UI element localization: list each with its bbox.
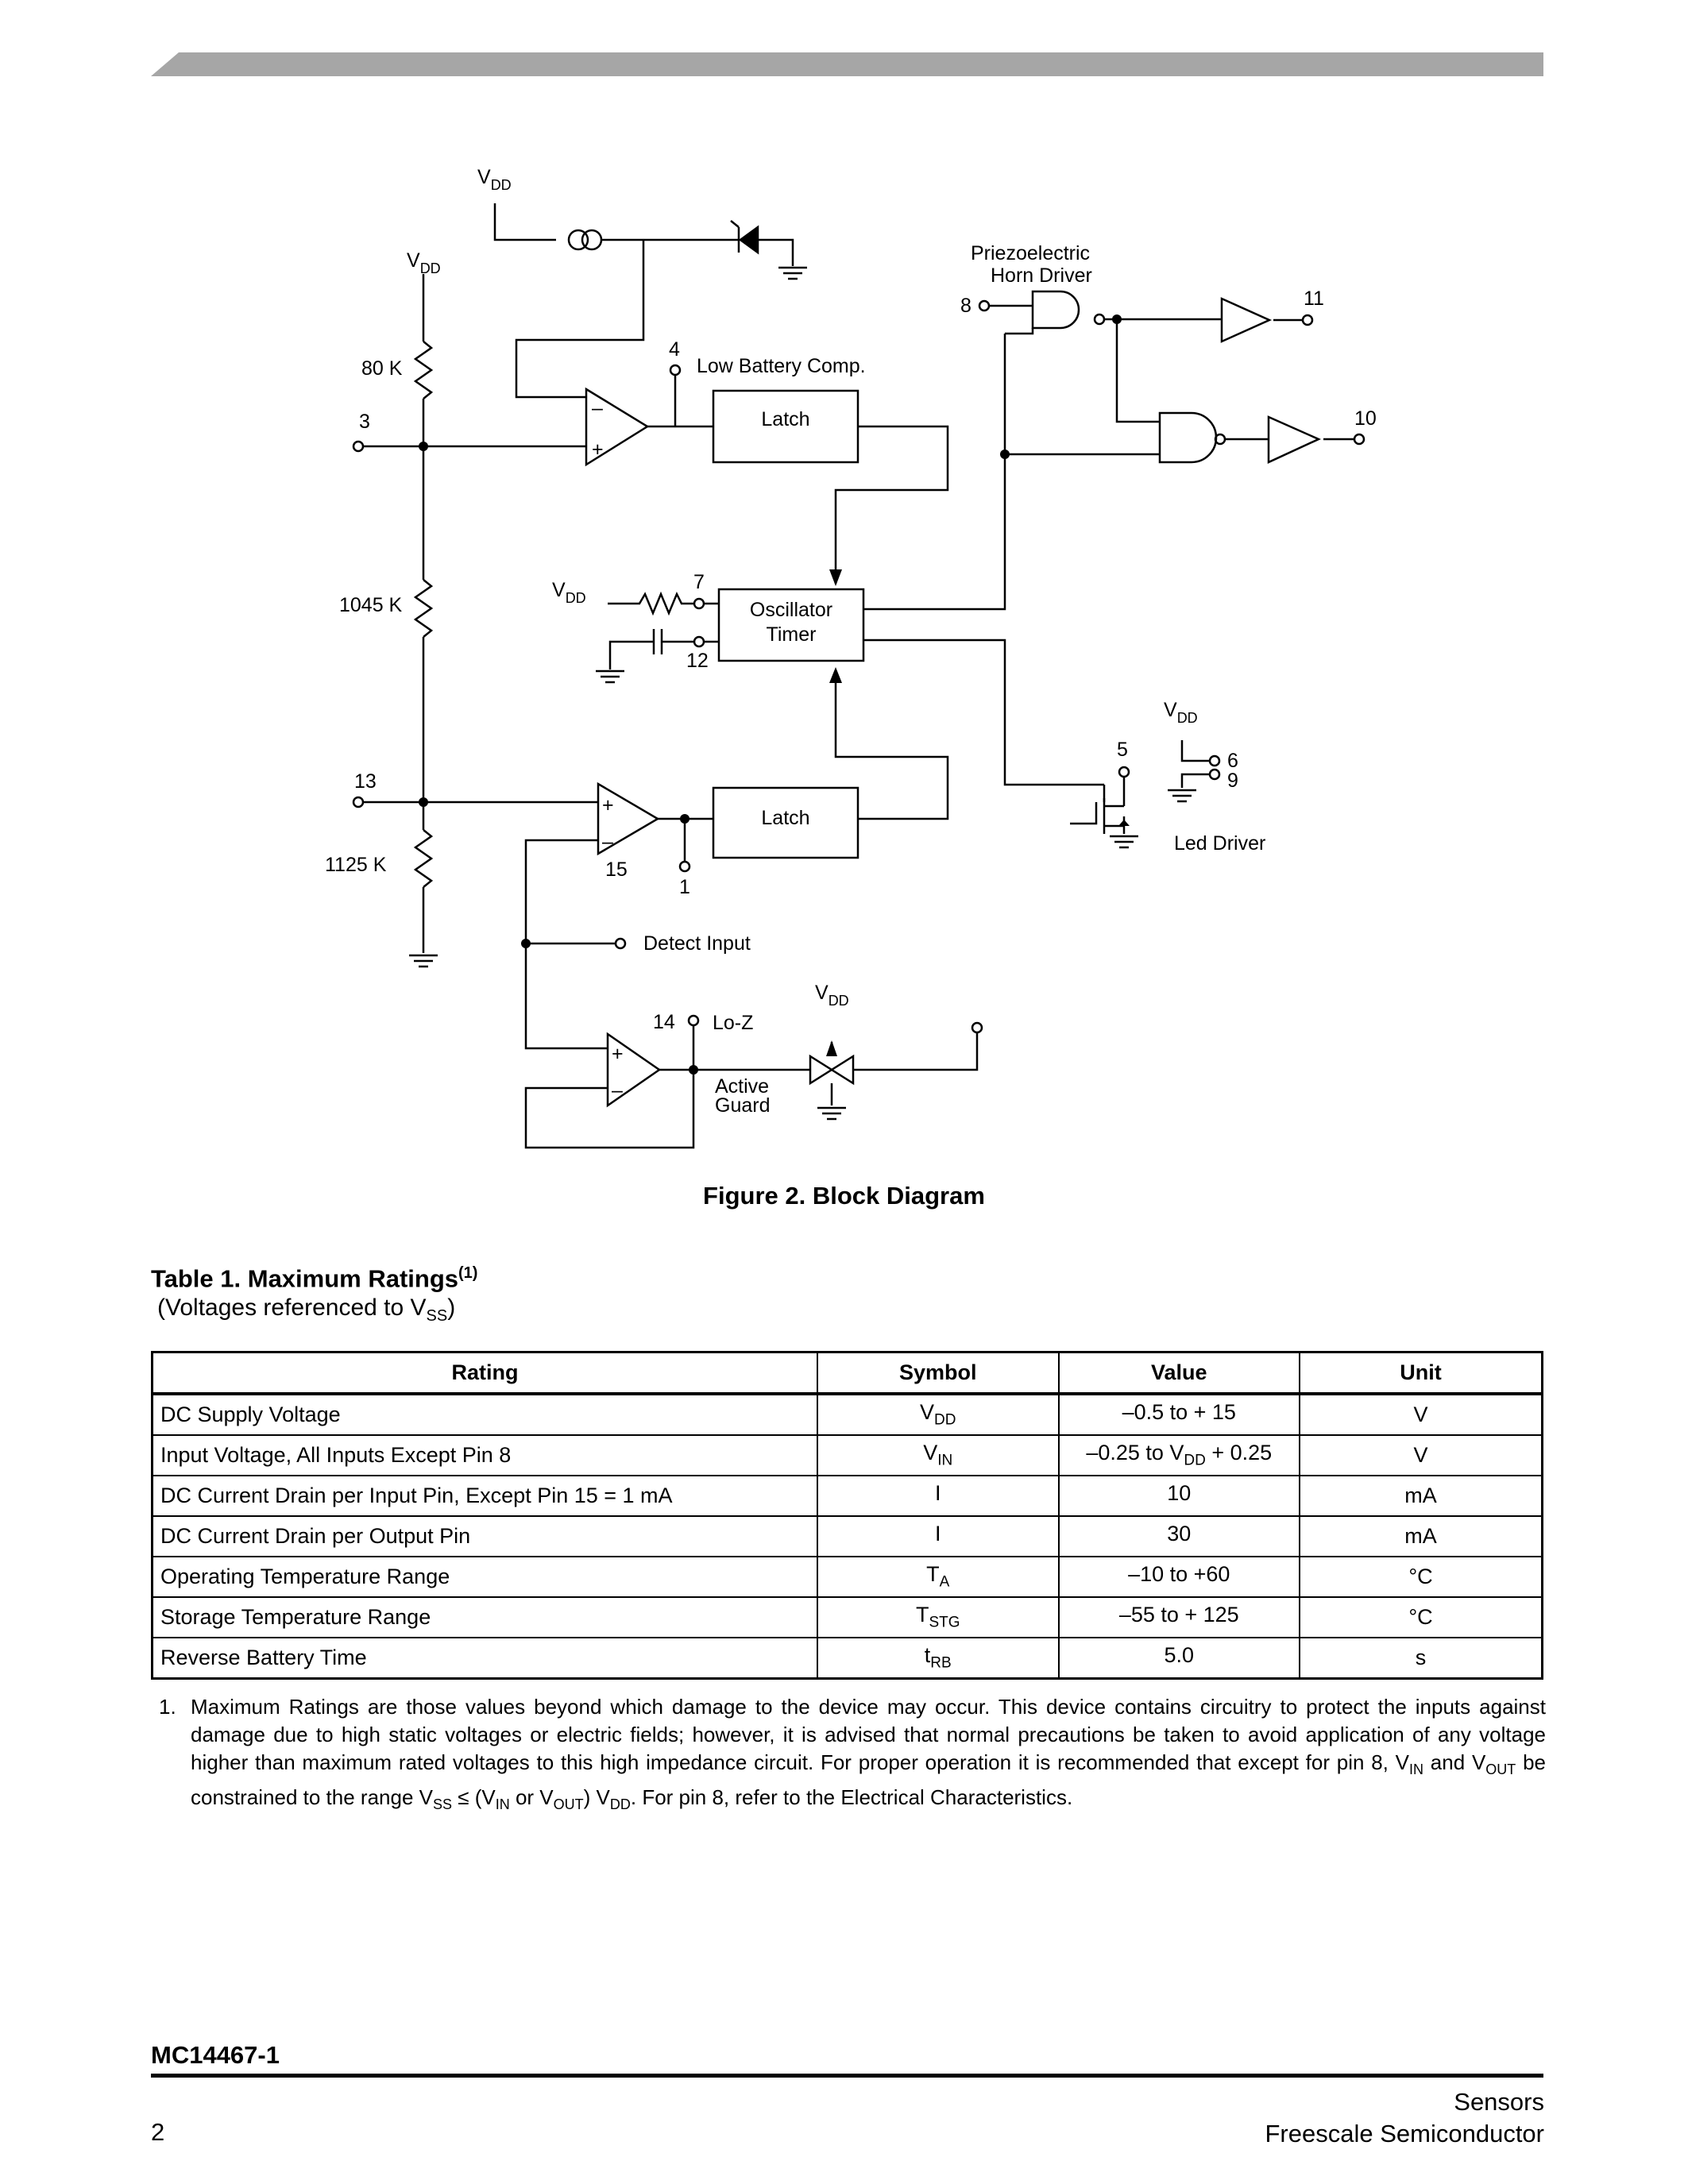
cell-rating: Reverse Battery Time [151, 1637, 818, 1680]
cell-value: –0.5 to + 15 [1057, 1393, 1301, 1436]
cell-symbol: VDD [816, 1393, 1060, 1436]
cell-unit: °C [1299, 1596, 1543, 1638]
table-subtitle: (Voltages referenced to VSS) [157, 1295, 456, 1325]
cell-value: 10 [1057, 1475, 1301, 1517]
header-value: Value [1057, 1351, 1301, 1395]
header-bar [151, 52, 1543, 76]
cell-value: –0.25 to VDD + 0.25 [1057, 1434, 1301, 1476]
cell-value: –10 to +60 [1057, 1556, 1301, 1598]
footnote-text: Maximum Ratings are those values beyond … [191, 1695, 1546, 1813]
pin-8-label: 8 [960, 295, 971, 317]
pin-11-label: 11 [1304, 287, 1324, 310]
comp1-minus-label: – [592, 397, 603, 419]
comp2-minus-label: – [602, 831, 613, 853]
footer-section: Sensors [1454, 2088, 1544, 2116]
led-driver-label: Led Driver [1174, 832, 1265, 855]
vdd-led-label: VDD [1164, 699, 1198, 726]
cell-value: 5.0 [1057, 1637, 1301, 1680]
document-id: MC14467-1 [151, 2041, 280, 2069]
header-unit: Unit [1299, 1351, 1543, 1395]
cell-symbol: VIN [816, 1434, 1060, 1476]
pin-12-label: 12 [686, 650, 709, 672]
lo-z-label: Lo-Z [713, 1012, 753, 1034]
header-symbol: Symbol [816, 1351, 1060, 1395]
comp1-plus-label: + [592, 438, 604, 461]
cell-symbol: I [816, 1475, 1060, 1517]
table-row: DC Current Drain per Input Pin, Except P… [151, 1475, 1543, 1517]
resistor-1045k-label: 1045 K [339, 594, 403, 616]
page-number: 2 [151, 2118, 165, 2146]
cell-rating: DC Current Drain per Output Pin [151, 1515, 818, 1557]
cell-symbol: TA [816, 1556, 1060, 1598]
low-battery-comp-label: Low Battery Comp. [697, 355, 866, 377]
cell-symbol: tRB [816, 1637, 1060, 1680]
cell-unit: V [1299, 1393, 1543, 1436]
figure-caption: Figure 2. Block Diagram [703, 1182, 985, 1210]
header-rating: Rating [151, 1351, 818, 1395]
pin-7-label: 7 [693, 571, 705, 593]
pin-4-label: 4 [669, 338, 680, 361]
cell-unit: s [1299, 1637, 1543, 1680]
guard-label: Guard [715, 1094, 770, 1117]
cell-rating: DC Current Drain per Input Pin, Except P… [151, 1475, 818, 1517]
resistor-80k-label: 80 K [361, 357, 403, 380]
vdd-left-label: VDD [407, 249, 441, 276]
comp3-plus-label: + [612, 1043, 624, 1065]
pin-9-label: 9 [1227, 770, 1238, 792]
cell-symbol: TSTG [816, 1596, 1060, 1638]
cell-value: –55 to + 125 [1057, 1596, 1301, 1638]
cell-rating: Storage Temperature Range [151, 1596, 818, 1638]
latch-1-label: Latch [761, 408, 809, 430]
footer-company: Freescale Semiconductor [1265, 2120, 1545, 2147]
table-title: Table 1. Maximum Ratings(1) [151, 1264, 478, 1293]
horn-driver-line1-label: Priezoelectric [971, 242, 1090, 264]
vdd-osc-label: VDD [552, 579, 586, 606]
cell-symbol: I [816, 1515, 1060, 1557]
cell-value: 30 [1057, 1515, 1301, 1557]
pin-3-label: 3 [359, 411, 370, 433]
cell-rating: DC Supply Voltage [151, 1393, 818, 1436]
detect-input-label: Detect Input [643, 932, 751, 955]
cell-unit: V [1299, 1434, 1543, 1476]
footer-right: Sensors Freescale Semiconductor [1265, 2086, 1545, 2150]
block-diagram: VDD VDD VDD VDD VDD 80 K 1045 K 1125 K 3… [325, 166, 1377, 1149]
table-header-row: Rating Symbol Value Unit [151, 1351, 1543, 1395]
pin-5-label: 5 [1117, 739, 1128, 761]
comp3-minus-label: – [612, 1079, 623, 1102]
pin-6-label: 6 [1227, 750, 1238, 772]
footnote-number: 1. [159, 1695, 176, 1719]
pin-10-label: 10 [1354, 407, 1377, 430]
footnote: 1. Maximum Ratings are those values beyo… [159, 1693, 1546, 1819]
cell-unit: °C [1299, 1556, 1543, 1598]
cell-unit: mA [1299, 1475, 1543, 1517]
pin-13-label: 13 [354, 770, 377, 793]
horn-driver-line2-label: Horn Driver [991, 264, 1092, 287]
pin-1-label: 1 [679, 876, 690, 898]
timer-label: Timer [767, 623, 817, 646]
maximum-ratings-table: Rating Symbol Value Unit DC Supply Volta… [151, 1351, 1543, 1680]
pin-14-label: 14 [653, 1011, 675, 1033]
comp2-plus-label: + [602, 794, 614, 816]
resistor-1125k-label: 1125 K [325, 854, 387, 876]
active-label: Active [715, 1075, 769, 1098]
vdd-top-label: VDD [477, 166, 512, 193]
pin-15-label: 15 [605, 859, 628, 881]
cell-rating: Operating Temperature Range [151, 1556, 818, 1598]
latch-2-label: Latch [761, 807, 809, 829]
footer-rule [151, 2074, 1543, 2078]
vdd-guard-label: VDD [815, 982, 849, 1009]
oscillator-label: Oscillator [750, 599, 832, 621]
cell-rating: Input Voltage, All Inputs Except Pin 8 [151, 1434, 818, 1476]
cell-unit: mA [1299, 1515, 1543, 1557]
